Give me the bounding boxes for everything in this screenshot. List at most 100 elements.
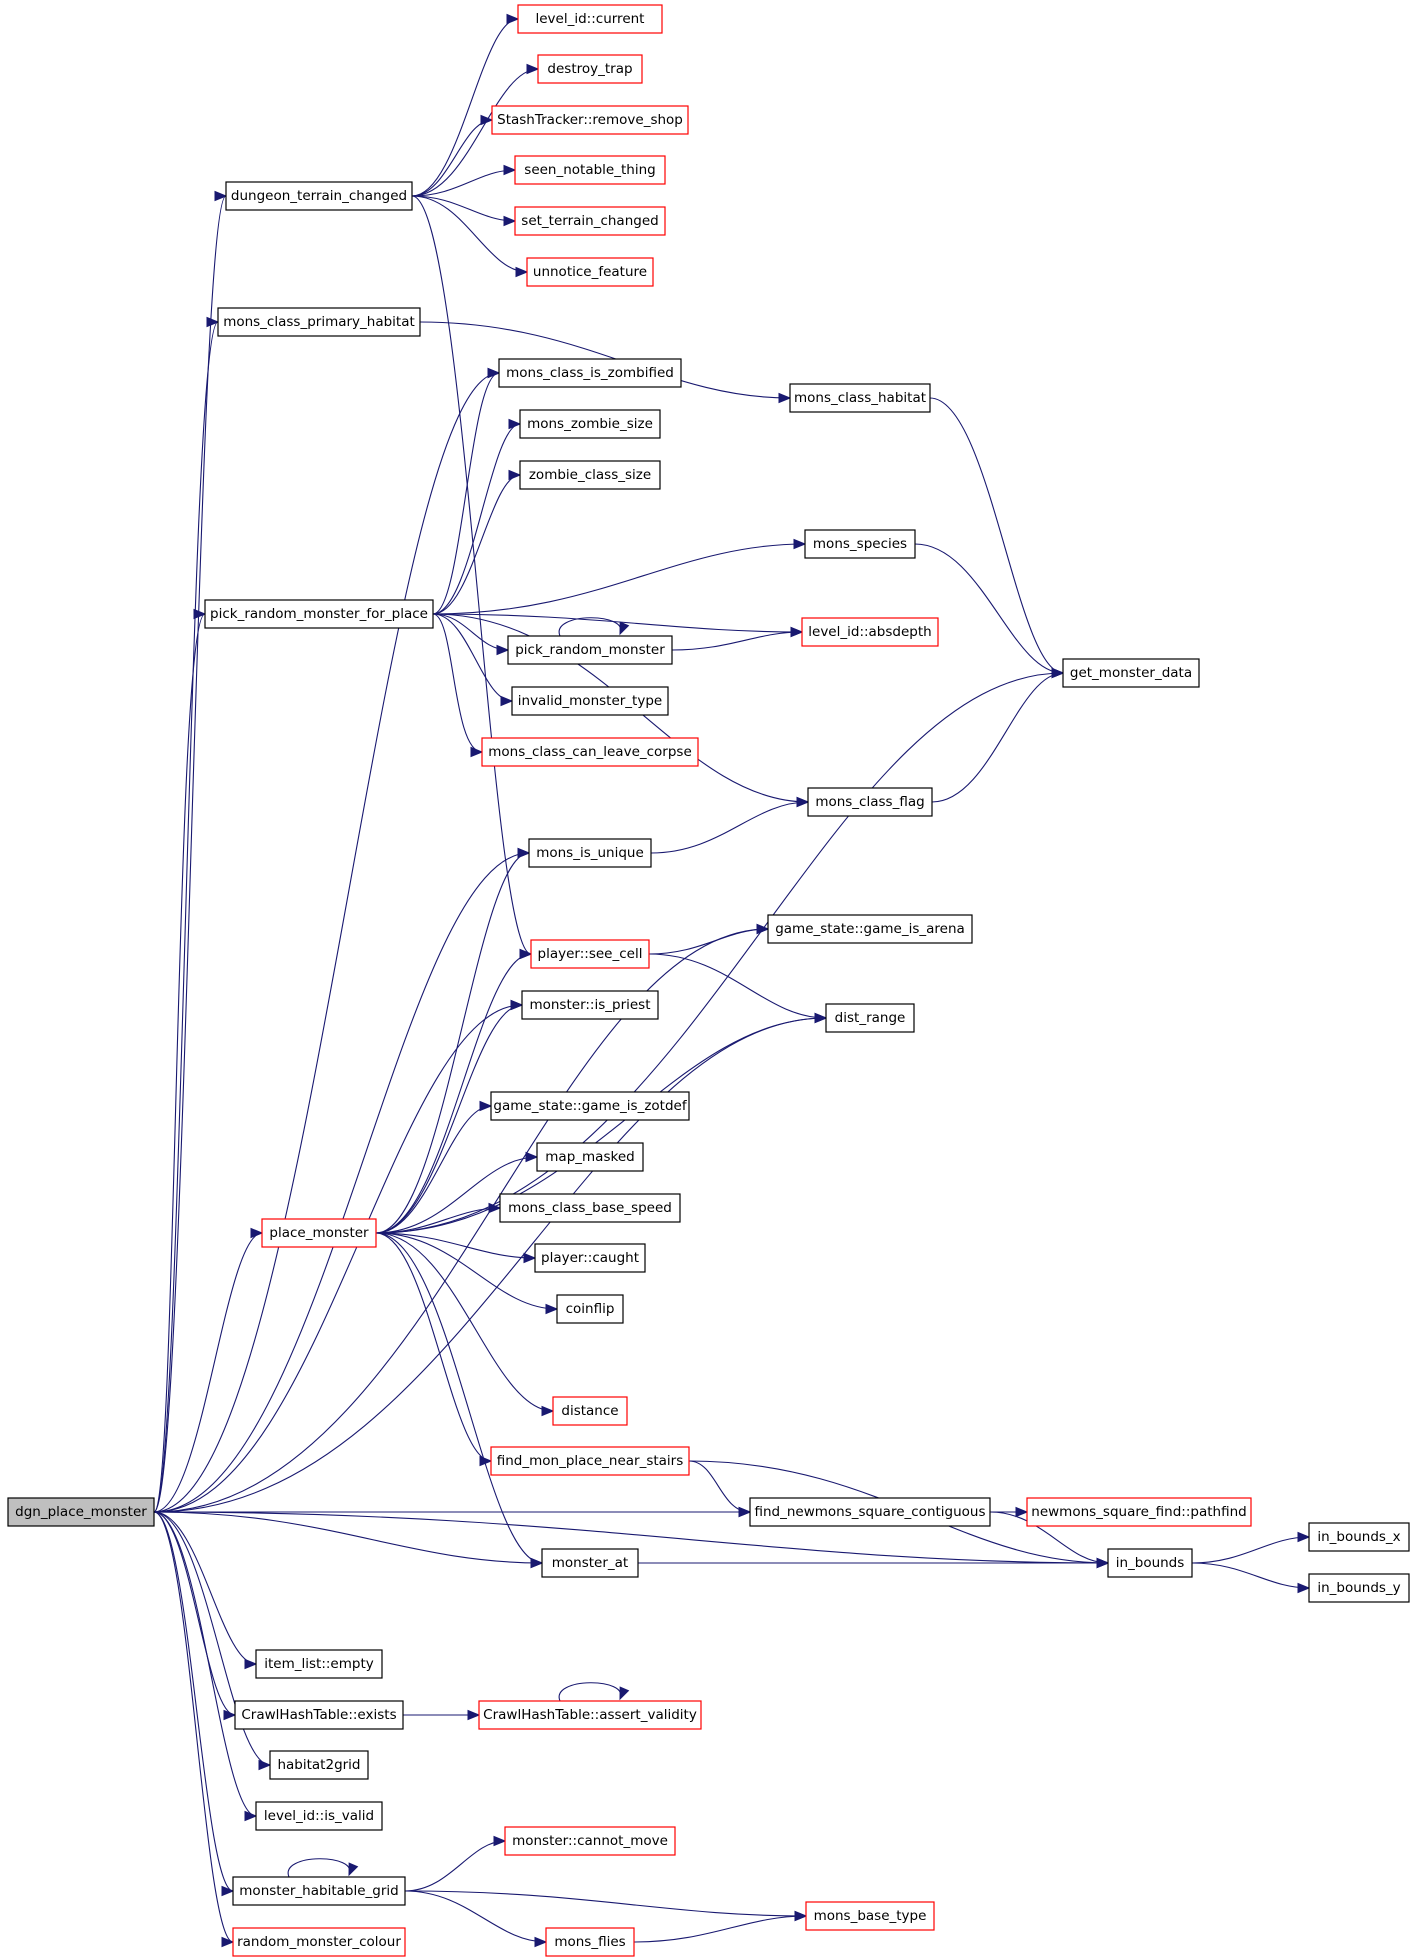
node-box — [530, 939, 650, 969]
node-mons-class-primary-habitat[interactable]: mons_class_primary_habitat — [217, 307, 421, 337]
node-find-newmons-square-contiguous[interactable]: find_newmons_square_contiguous — [749, 1497, 991, 1527]
node-player-caught[interactable]: player::caught — [534, 1243, 646, 1273]
node-invalid-monster-type[interactable]: invalid_monster_type — [511, 686, 669, 716]
edge-line — [650, 801, 809, 854]
node-in-bounds-x[interactable]: in_bounds_x — [1308, 1522, 1410, 1552]
node-crawlhashtable-assert-validity[interactable]: CrawlHashTable::assert_validity — [478, 1700, 702, 1730]
edge-arrowhead — [470, 746, 484, 758]
node-game-state-game-is-zotdef[interactable]: game_state::game_is_zotdef — [490, 1091, 690, 1121]
node-box — [491, 105, 689, 135]
edge-line — [153, 1232, 263, 1513]
node-box — [1308, 1522, 1410, 1552]
node-box — [767, 914, 973, 944]
edge-arrowhead — [487, 367, 501, 379]
edge-line — [375, 1017, 827, 1234]
edge-line — [153, 1511, 271, 1766]
node-monster-is-priest[interactable]: monster::is_priest — [521, 990, 659, 1020]
edge-arrowhead — [794, 1910, 808, 1922]
node-in-bounds-y[interactable]: in_bounds_y — [1308, 1573, 1410, 1603]
node-coinflip[interactable]: coinflip — [556, 1294, 624, 1324]
edge-line — [153, 1511, 236, 1716]
node-dist-range[interactable]: dist_range — [825, 1003, 915, 1033]
node-player-see-cell[interactable]: player::see_cell — [530, 939, 650, 969]
edge-arrowhead — [517, 847, 531, 859]
node-box — [825, 1003, 915, 1033]
node-seen-notable-thing[interactable]: seen_notable_thing — [514, 155, 666, 185]
node-crawlhashtable-exists[interactable]: CrawlHashTable::exists — [234, 1700, 404, 1730]
node-box — [269, 1750, 369, 1780]
edge-arrowhead — [778, 392, 792, 404]
edge-line — [375, 1105, 492, 1234]
node-label: mons_species — [813, 536, 907, 552]
edge-arrowhead — [508, 418, 522, 430]
node-box — [545, 1927, 635, 1957]
node-box — [490, 1091, 690, 1121]
node-box — [261, 1218, 377, 1248]
node-mons-class-is-zombified[interactable]: mons_class_is_zombified — [498, 358, 682, 388]
node-mons-class-flag[interactable]: mons_class_flag — [807, 787, 933, 817]
node-box — [255, 1649, 383, 1679]
node-place-monster[interactable]: place_monster — [261, 1218, 377, 1248]
edge-dgn_place_monster-to-dist_range — [153, 1012, 828, 1513]
node-get-monster-data[interactable]: get_monster_data — [1062, 658, 1200, 688]
node-habitat2grid[interactable]: habitat2grid — [269, 1750, 369, 1780]
node-game-state-game-is-arena[interactable]: game_state::game_is_arena — [767, 914, 973, 944]
node-level-id-current[interactable]: level_id::current — [517, 4, 663, 34]
node-mons-zombie-size[interactable]: mons_zombie_size — [519, 409, 661, 439]
node-mons-flies[interactable]: mons_flies — [545, 1927, 635, 1957]
node-item-list-empty[interactable]: item_list::empty — [255, 1649, 383, 1679]
node-destroy-trap[interactable]: destroy_trap — [537, 54, 643, 84]
edge-arrowhead — [348, 1862, 359, 1877]
node-random-monster-colour[interactable]: random_monster_colour — [232, 1927, 406, 1957]
node-mons-is-unique[interactable]: mons_is_unique — [528, 838, 652, 868]
node-distance[interactable]: distance — [552, 1396, 628, 1426]
node-mons-species[interactable]: mons_species — [804, 529, 916, 559]
node-dungeon-terrain-changed[interactable]: dungeon_terrain_changed — [225, 181, 413, 211]
edge-line — [404, 1890, 547, 1943]
node-dgn-place-monster[interactable]: dgn_place_monster — [7, 1497, 155, 1527]
node-label: player::see_cell — [538, 946, 643, 962]
node-label: game_state::game_is_zotdef — [493, 1098, 687, 1114]
node-set-terrain-changed[interactable]: set_terrain_changed — [514, 206, 666, 236]
node-map-masked[interactable]: map_masked — [536, 1142, 644, 1172]
node-label: find_mon_place_near_stairs — [497, 1453, 684, 1469]
node-find-mon-place-near-stairs[interactable]: find_mon_place_near_stairs — [490, 1446, 690, 1476]
edge-dgn_place_monster-to-find_newmons_square_contiguous — [153, 1506, 752, 1518]
node-label: habitat2grid — [277, 1757, 360, 1773]
node-monster-habitable-grid[interactable]: monster_habitable_grid — [232, 1876, 406, 1906]
node-mons-class-can-leave-corpse[interactable]: mons_class_can_leave_corpse — [481, 737, 699, 767]
edge-dgn_place_monster-to-habitat2grid — [153, 1511, 272, 1771]
node-box — [514, 155, 666, 185]
node-monster-cannot-move[interactable]: monster::cannot_move — [504, 1826, 676, 1856]
edge-arrowhead — [508, 469, 522, 481]
edge-line — [929, 397, 1064, 674]
edge-arrowhead — [525, 1151, 539, 1163]
edge-place_monster-to-dist_range — [375, 1012, 828, 1234]
node-stashtracker-remove-shop[interactable]: StashTracker::remove_shop — [491, 105, 689, 135]
node-level-id-absdepth[interactable]: level_id::absdepth — [801, 617, 939, 647]
node-mons-base-type[interactable]: mons_base_type — [805, 1901, 935, 1931]
edge-arrowhead — [1015, 1506, 1029, 1518]
edge-line — [914, 543, 1064, 674]
node-newmons-square-find-pathfind[interactable]: newmons_square_find::pathfind — [1026, 1497, 1252, 1527]
node-unnotice-feature[interactable]: unnotice_feature — [526, 257, 654, 287]
edge-line — [432, 613, 803, 633]
edge-line — [153, 852, 530, 1513]
node-mons-class-base-speed[interactable]: mons_class_base_speed — [499, 1193, 681, 1223]
node-pick-random-monster[interactable]: pick_random_monster — [507, 635, 673, 665]
node-monster-at[interactable]: monster_at — [541, 1548, 639, 1578]
edge-line — [432, 613, 483, 753]
edge-dgn_place_monster-to-monster_habitable_grid — [153, 1511, 235, 1897]
node-box — [1107, 1548, 1193, 1578]
node-mons-class-habitat[interactable]: mons_class_habitat — [789, 383, 931, 413]
node-level-id-is-valid[interactable]: level_id::is_valid — [255, 1801, 383, 1831]
edge-arrowhead — [796, 796, 810, 808]
node-pick-random-monster-for-place[interactable]: pick_random_monster_for_place — [204, 599, 434, 629]
node-label: level_id::absdepth — [808, 624, 931, 640]
node-in-bounds[interactable]: in_bounds — [1107, 1548, 1193, 1578]
node-zombie-class-size[interactable]: zombie_class_size — [519, 460, 661, 490]
edge-pick_random_monster_for_place-to-level_id_absdepth — [432, 613, 804, 638]
edge-line — [287, 1858, 351, 1878]
edge-in_bounds-to-in_bounds_x — [1191, 1531, 1311, 1564]
edge-line — [411, 195, 532, 955]
